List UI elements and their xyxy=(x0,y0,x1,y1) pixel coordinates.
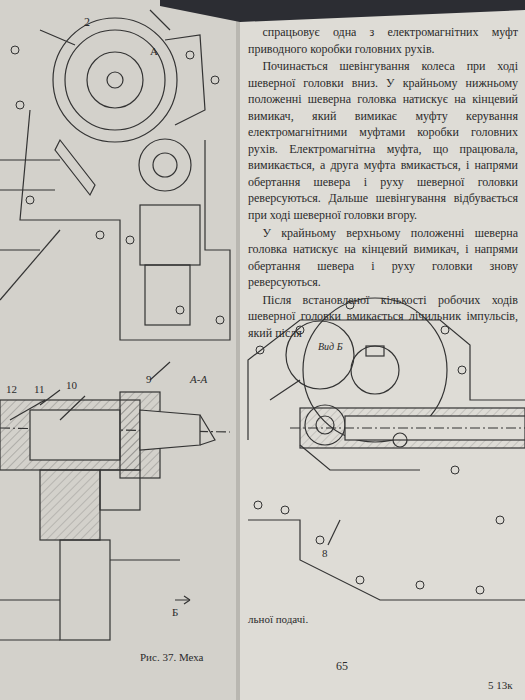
drawing-stroke xyxy=(16,101,24,109)
drawing-stroke xyxy=(211,76,219,84)
drawing-stroke xyxy=(254,501,262,509)
drawing-stroke xyxy=(416,581,424,589)
drawing-stroke xyxy=(96,231,104,239)
drawing-stroke xyxy=(496,516,504,524)
callout-number: 12 xyxy=(6,382,17,397)
drawing-stroke xyxy=(53,18,177,142)
view-mark: Б xyxy=(172,605,178,620)
drawing-stroke xyxy=(100,470,140,510)
drawing-stroke xyxy=(290,427,525,428)
drawing-stroke xyxy=(0,362,230,640)
drawing-stroke xyxy=(366,346,384,356)
drawing-stroke xyxy=(160,0,525,22)
drawing-stroke xyxy=(0,10,230,340)
drawing-stroke xyxy=(351,346,399,394)
drawing-stroke xyxy=(451,466,459,474)
callout-number: 9 xyxy=(146,372,152,387)
body-paragraph: Починається шевінгування колеса при ході… xyxy=(248,58,518,223)
drawing-stroke xyxy=(26,196,34,204)
drawing-stroke xyxy=(248,298,525,600)
callout-number: 2 xyxy=(84,14,90,31)
drawing-stroke xyxy=(186,51,194,59)
drawing-stroke xyxy=(458,366,466,374)
callout-number: 10 xyxy=(66,378,77,393)
page-number: 65 xyxy=(336,658,348,675)
drawing-stroke xyxy=(40,470,100,540)
drawing-stroke xyxy=(216,316,224,324)
drawing-stroke xyxy=(55,140,95,195)
drawing-stroke xyxy=(153,153,177,177)
figure-caption: Рис. 37. Меха xyxy=(140,650,204,665)
view-label: Вид Б xyxy=(318,340,343,354)
drawing-stroke xyxy=(0,0,238,700)
drawing-stroke xyxy=(393,433,407,447)
drawing-stroke xyxy=(10,390,85,420)
caption-fragment: льної подачі. xyxy=(248,612,308,627)
drawing-stroke xyxy=(281,506,289,514)
section-label: А-А xyxy=(190,372,207,387)
drawing-stroke xyxy=(236,0,240,700)
drawing-stroke xyxy=(20,110,230,340)
drawing-stroke xyxy=(107,72,123,88)
drawing-stroke xyxy=(126,236,134,244)
drawing-stroke xyxy=(0,230,60,300)
drawing-stroke xyxy=(60,540,110,640)
signature-mark: 5 13к xyxy=(488,678,513,693)
drawing-stroke xyxy=(150,362,190,600)
drawing-stroke xyxy=(140,410,200,450)
drawing-stroke xyxy=(316,536,324,544)
drawing-stroke xyxy=(11,46,19,54)
drawing-stroke xyxy=(0,560,180,640)
callout-number: 11 xyxy=(34,382,45,397)
section-mark: А xyxy=(150,44,158,59)
drawing-stroke xyxy=(248,520,525,600)
drawing-stroke xyxy=(200,415,215,445)
drawing-stroke xyxy=(238,0,525,700)
drawing-stroke xyxy=(30,410,120,460)
drawing-stroke xyxy=(145,265,190,325)
drawing-stroke xyxy=(140,205,200,265)
drawing-stroke xyxy=(165,35,205,125)
drawing-stroke xyxy=(139,139,191,191)
callout-number: 8 xyxy=(322,546,328,561)
drawing-stroke xyxy=(176,306,184,314)
drawing-stroke xyxy=(184,596,190,604)
drawing-stroke xyxy=(0,160,60,250)
body-paragraph: спрацьовує одна з електромагнітних муфт … xyxy=(248,24,518,57)
drawing-stroke xyxy=(328,520,340,545)
body-paragraph: У крайньому верхньому положенні шеверна … xyxy=(248,225,518,291)
drawing-stroke xyxy=(256,346,264,354)
drawing-stroke xyxy=(65,30,165,130)
drawing-stroke xyxy=(476,586,484,594)
drawing-stroke xyxy=(356,576,364,584)
drawing-stroke xyxy=(87,52,143,108)
drawing-stroke xyxy=(40,10,170,45)
body-paragraph: Після встановленої кількості робочих ход… xyxy=(248,292,518,342)
drawing-stroke xyxy=(441,326,449,334)
drawing-stroke xyxy=(270,380,420,470)
